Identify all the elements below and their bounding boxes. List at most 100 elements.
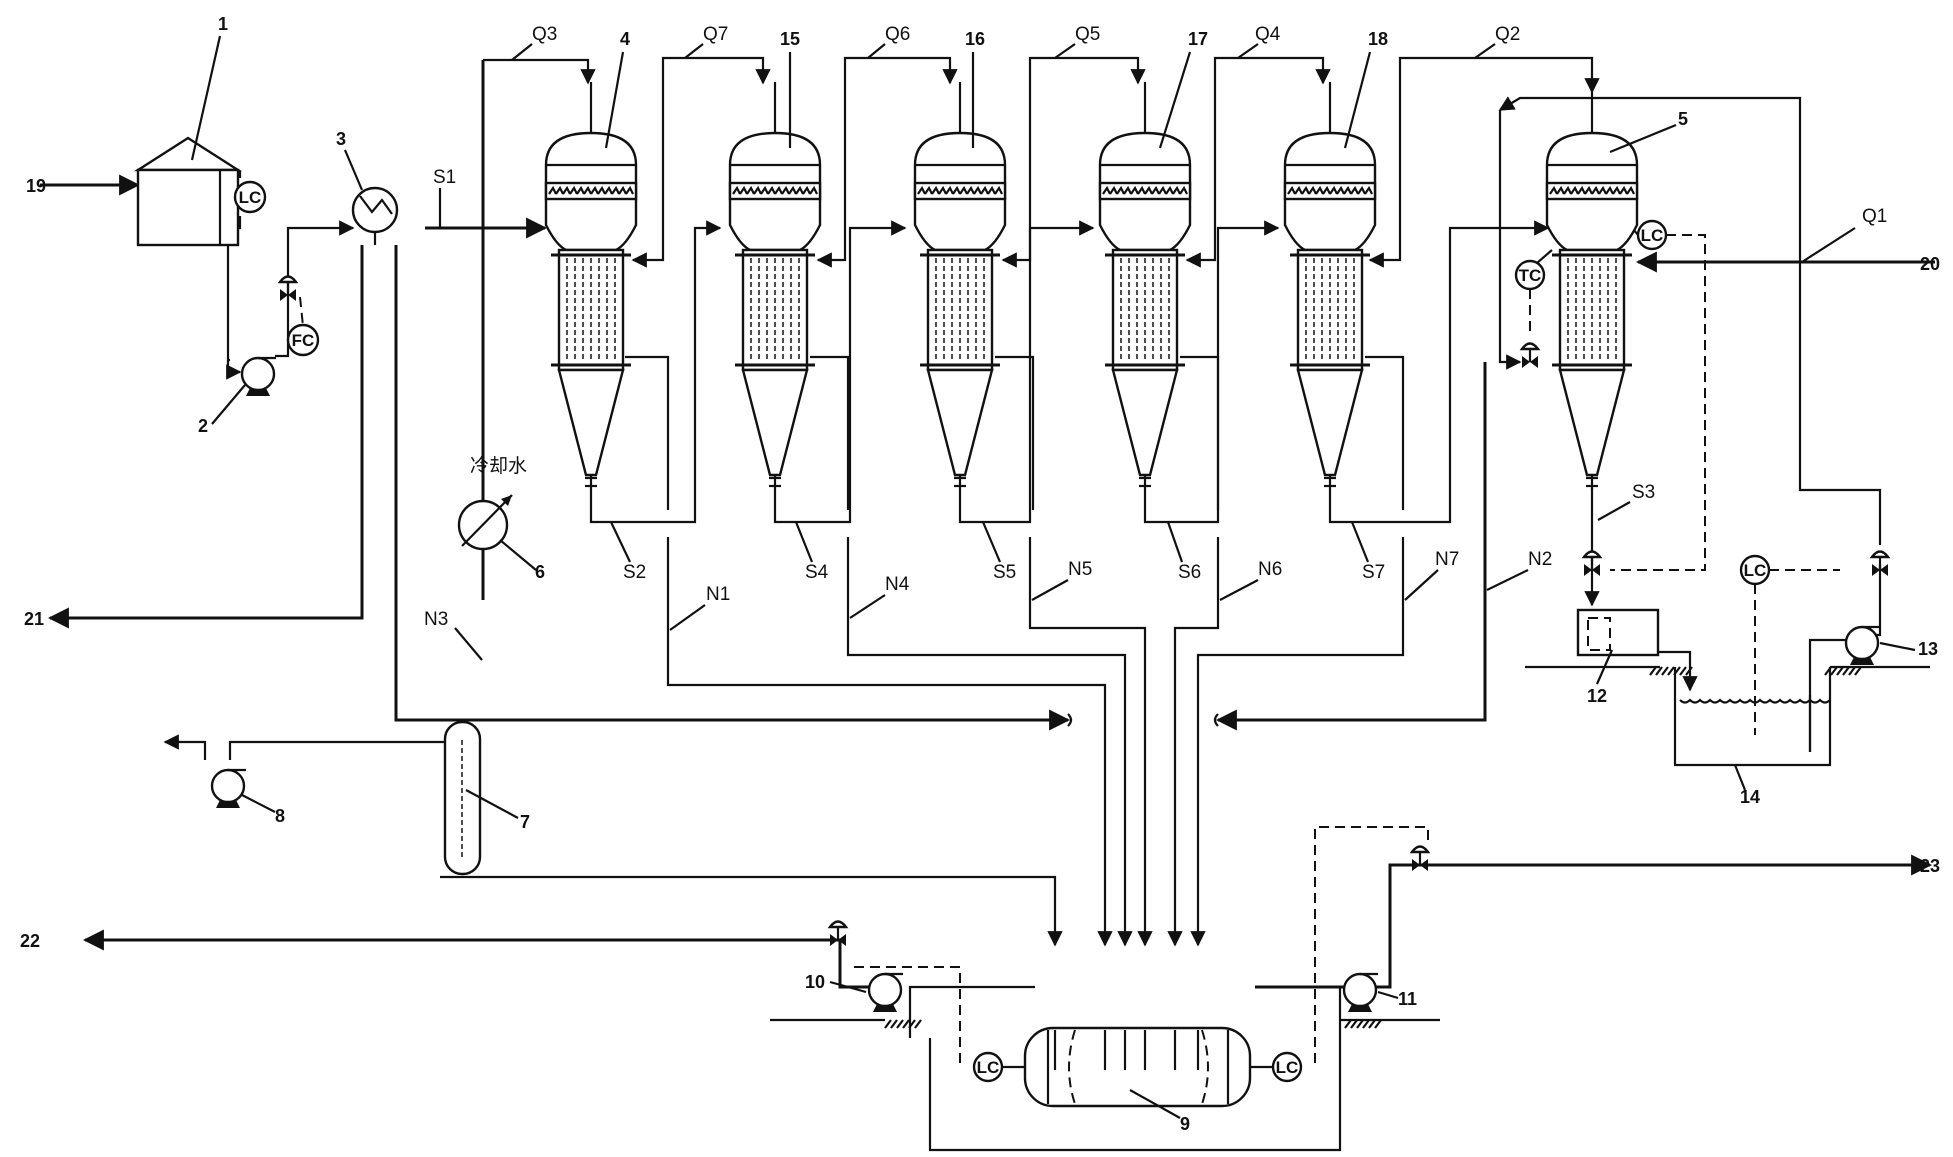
column-cone xyxy=(926,368,994,477)
stream-Q3-label: Q3 xyxy=(532,24,557,45)
hatch-mark xyxy=(1655,666,1663,676)
valve-body xyxy=(1412,859,1420,871)
valve-actuator xyxy=(827,920,849,929)
equipment-18-number: 18 xyxy=(1368,29,1388,49)
equipment-12-number: 12 xyxy=(1587,686,1607,706)
tank-9-left-level-controller-label: LC xyxy=(977,1058,1000,1077)
column-cone xyxy=(1111,368,1179,477)
hatch-mark xyxy=(1374,1019,1382,1029)
demister-mesh xyxy=(746,185,755,195)
leader-line xyxy=(1595,649,1614,685)
instrument-bubble xyxy=(1271,1051,1303,1083)
leader-line xyxy=(1404,569,1439,601)
hatch-mark xyxy=(1824,666,1832,676)
leader-line xyxy=(604,51,625,149)
equipment-13-number: 13 xyxy=(1918,639,1938,659)
pump-casing xyxy=(1342,972,1378,1008)
S5-line xyxy=(958,220,1095,524)
hatch-mark xyxy=(1854,666,1862,676)
equipment-2-number: 2 xyxy=(198,416,208,436)
S7-line xyxy=(1328,220,1550,524)
shell-condensate-line-3 xyxy=(995,355,1035,510)
demister-mesh xyxy=(802,185,811,195)
Q6-line xyxy=(843,56,958,138)
equipment-16-number: 16 xyxy=(965,29,985,49)
Q5-line xyxy=(1028,56,1146,138)
hatch-mark xyxy=(1350,1019,1358,1029)
cooling-water-label: 冷却水 xyxy=(470,455,527,477)
Q1-return-line xyxy=(1498,96,1802,262)
demister-mesh xyxy=(1605,185,1614,195)
stream-N7-label: N7 xyxy=(1435,549,1459,570)
leader-line xyxy=(981,521,1002,563)
leader-line xyxy=(1486,569,1529,591)
tank-9 xyxy=(1023,1026,1252,1108)
vessel7-overhead-line xyxy=(228,740,462,760)
hatch-mark xyxy=(1679,666,1687,676)
leader-line xyxy=(1219,579,1259,601)
leader-line xyxy=(465,789,519,819)
leader-line xyxy=(1609,123,1677,154)
pump-suction xyxy=(226,360,242,380)
demister-mesh xyxy=(569,185,578,195)
Q7-shell-feed xyxy=(631,138,665,268)
demister-mesh xyxy=(767,185,776,195)
hatch-mark xyxy=(1667,666,1675,676)
pump11-control-line xyxy=(1314,826,1429,1063)
demister-mesh xyxy=(597,185,606,195)
demister-mesh xyxy=(1301,185,1310,195)
demister-pad xyxy=(1283,181,1377,201)
demister-mesh xyxy=(590,185,599,195)
valve-actuator xyxy=(1519,342,1541,351)
tank-1-body xyxy=(136,168,240,247)
feed-control-valve xyxy=(277,275,299,301)
demister-mesh xyxy=(1591,185,1600,195)
hatch-mark xyxy=(1848,666,1856,676)
leader-line xyxy=(829,980,867,994)
equipment-11-number: 11 xyxy=(1398,989,1417,1009)
demister-mesh xyxy=(1549,185,1558,195)
demister-mesh xyxy=(1350,185,1359,195)
hatch-mark xyxy=(896,1019,904,1029)
demister-mesh xyxy=(966,185,975,195)
column-cone xyxy=(741,368,809,477)
stream-S3-label: S3 xyxy=(1632,482,1655,503)
tank-9-left-level-controller: LC xyxy=(972,1051,1004,1083)
stream-N3-label: N3 xyxy=(424,609,448,630)
leader-line xyxy=(241,794,276,813)
demister-mesh xyxy=(625,185,634,195)
demister-mesh xyxy=(576,185,585,195)
equipment-9-number: 9 xyxy=(1180,1114,1190,1134)
pump13-valve xyxy=(1869,550,1891,576)
hatch-mark xyxy=(1368,1019,1376,1029)
lc-tap xyxy=(1633,229,1639,236)
leader-line xyxy=(1166,521,1184,563)
leader-line xyxy=(511,43,533,61)
demister-mesh xyxy=(753,185,762,195)
equipment-15-number: 15 xyxy=(780,29,800,49)
demister-mesh xyxy=(1294,185,1303,195)
valve-body xyxy=(1592,564,1600,576)
flow-controller: FC xyxy=(286,323,320,357)
valve-actuator xyxy=(1869,550,1891,559)
demister-mesh xyxy=(1357,185,1366,195)
demister-mesh xyxy=(973,185,982,195)
demister-mesh xyxy=(1287,185,1296,195)
demister-mesh xyxy=(583,185,592,195)
demister-mesh xyxy=(1584,185,1593,195)
tank-12 xyxy=(1576,608,1660,657)
leader-line xyxy=(1054,43,1076,59)
equipment-4-number: 4 xyxy=(620,29,630,49)
leader-line xyxy=(1350,521,1370,563)
leader-line xyxy=(610,521,631,563)
demister-pad xyxy=(913,181,1007,201)
fc-signal-line xyxy=(299,296,304,327)
leader-line xyxy=(1343,51,1372,149)
hatch-mark xyxy=(1830,666,1838,676)
demister-mesh xyxy=(1109,185,1118,195)
equipment-10-number: 10 xyxy=(805,972,825,992)
tank12-overflow xyxy=(1658,650,1698,692)
leader-line xyxy=(211,384,246,425)
leader-line xyxy=(849,594,886,619)
